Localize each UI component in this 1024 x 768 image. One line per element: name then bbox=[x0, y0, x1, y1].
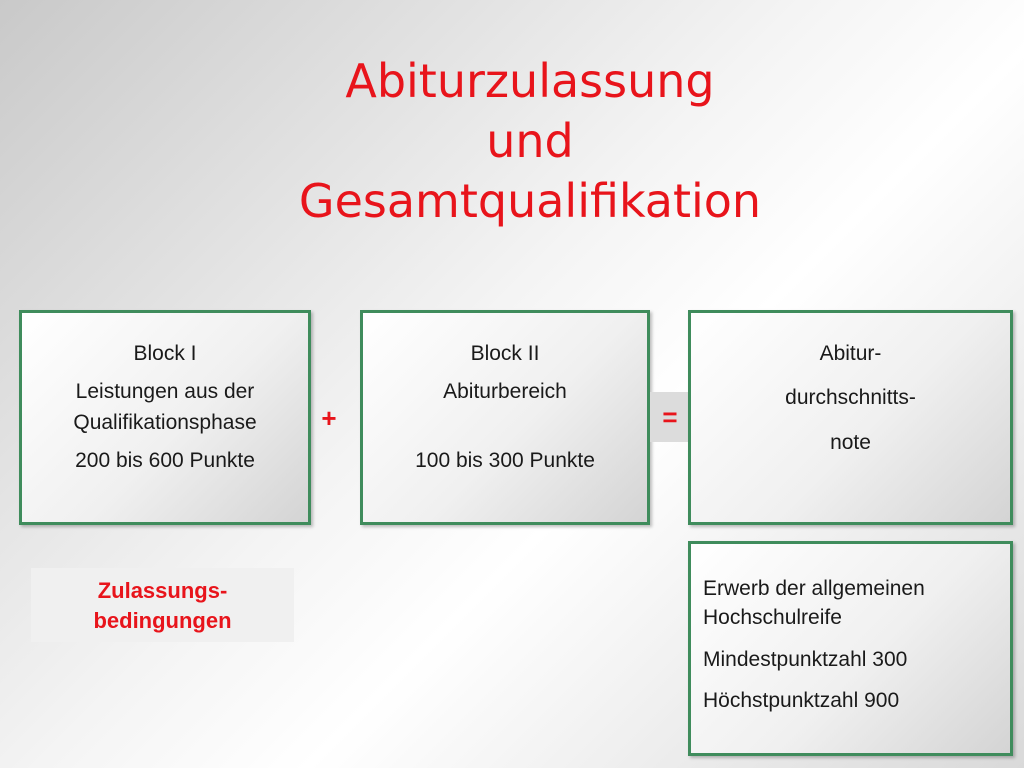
block-two-points: 100 bis 300 Punkte bbox=[415, 448, 595, 472]
requirements-line-1: Erwerb der allgemeinen bbox=[703, 577, 925, 600]
zulassungs-label: Zulassungs- bedingungen bbox=[31, 568, 294, 642]
block-two-heading: Block II bbox=[470, 342, 540, 365]
block-one-box: Block I Leistungen aus der Qualifikation… bbox=[19, 310, 311, 525]
max-points: Höchstpunktzahl 900 bbox=[703, 689, 900, 713]
block-one-line-1: Leistungen aus der bbox=[75, 380, 255, 404]
result-line-3: note bbox=[830, 430, 871, 454]
block-one-line-2: Qualifikationsphase bbox=[73, 410, 257, 434]
title-line-2: und bbox=[486, 113, 574, 168]
requirements-line-2: Hochschulreife bbox=[703, 606, 842, 630]
result-line-1: Abitur- bbox=[819, 342, 882, 365]
result-box: Abitur- durchschnitts- note bbox=[688, 310, 1013, 525]
slide-title: Abiturzulassung und Gesamtqualifikation bbox=[0, 52, 1024, 231]
equals-sign: = bbox=[650, 392, 690, 442]
block-two-line-1: Abiturbereich bbox=[443, 380, 567, 404]
min-points: Mindestpunktzahl 300 bbox=[703, 647, 908, 671]
plus-sign: + bbox=[321, 403, 337, 433]
zulassungs-line-1: Zulassungs- bbox=[97, 578, 228, 603]
result-line-2: durchschnitts- bbox=[785, 386, 916, 410]
title-line-3: Gesamtqualifikation bbox=[298, 173, 762, 228]
title-line-1: Abiturzulassung bbox=[345, 54, 715, 108]
zulassungs-line-2: bedingungen bbox=[93, 607, 232, 633]
block-two-box: Block II Abiturbereich 100 bis 300 Punkt… bbox=[360, 310, 650, 525]
block-one-heading: Block I bbox=[133, 342, 197, 365]
requirements-box: Erwerb der allgemeinen Hochschulreife Mi… bbox=[688, 541, 1013, 756]
block-one-points: 200 bis 600 Punkte bbox=[75, 449, 255, 473]
